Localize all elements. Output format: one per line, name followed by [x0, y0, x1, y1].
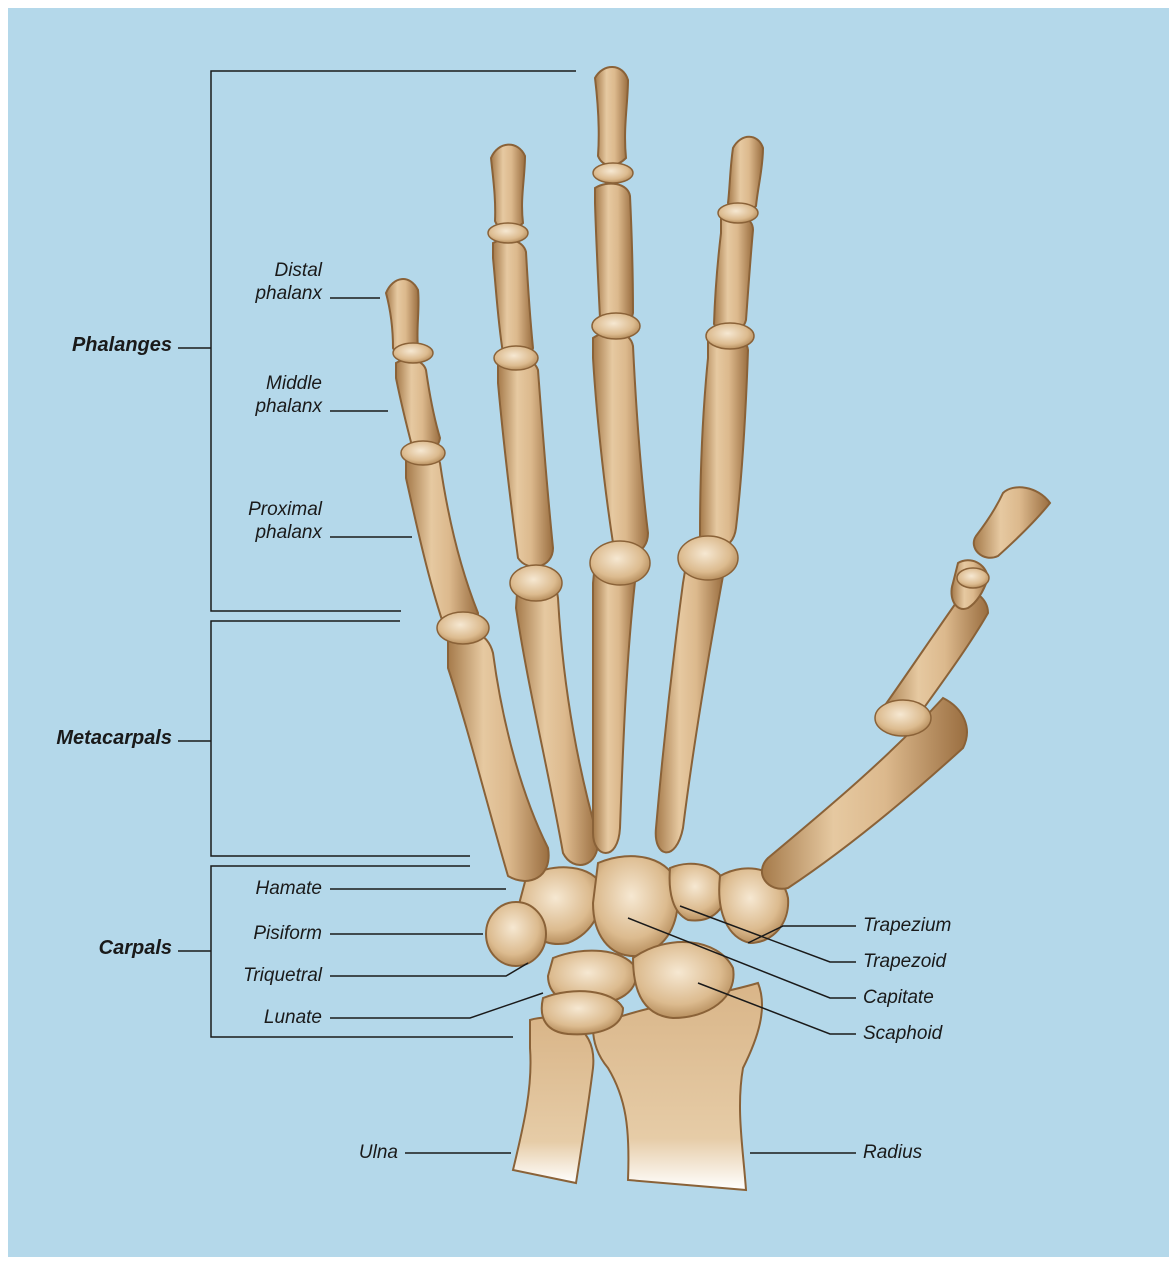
hamate-label: Hamate: [208, 877, 322, 900]
ulna-label: Ulna: [298, 1141, 398, 1164]
diagram-panel: Phalanges Metacarpals Carpals Distalphal…: [8, 8, 1169, 1257]
scaphoid-label: Scaphoid: [863, 1022, 942, 1045]
ulna-bone: [513, 1018, 593, 1183]
middle-phalanx-label: Middlephalanx: [208, 372, 322, 418]
lunate-label: Lunate: [208, 1006, 322, 1029]
trapezoid-label: Trapezoid: [863, 950, 946, 973]
proximal-phalanx-label: Proximalphalanx: [208, 498, 322, 544]
capitate-bone: [593, 856, 678, 956]
triquetral-label: Triquetral: [208, 964, 322, 987]
phalanges-label: Phalanges: [48, 334, 172, 357]
trapezium-label: Trapezium: [863, 914, 951, 937]
radius-label: Radius: [863, 1141, 922, 1164]
carpals-label: Carpals: [48, 937, 172, 960]
hand-skeleton-illustration: [8, 8, 1169, 1257]
distal-phalanx-label: Distalphalanx: [208, 259, 322, 305]
pisiform-label: Pisiform: [208, 922, 322, 945]
lunate-bone: [542, 991, 623, 1034]
metacarpals-label: Metacarpals: [38, 727, 172, 750]
capitate-label: Capitate: [863, 986, 934, 1009]
pisiform-bone: [486, 902, 546, 966]
